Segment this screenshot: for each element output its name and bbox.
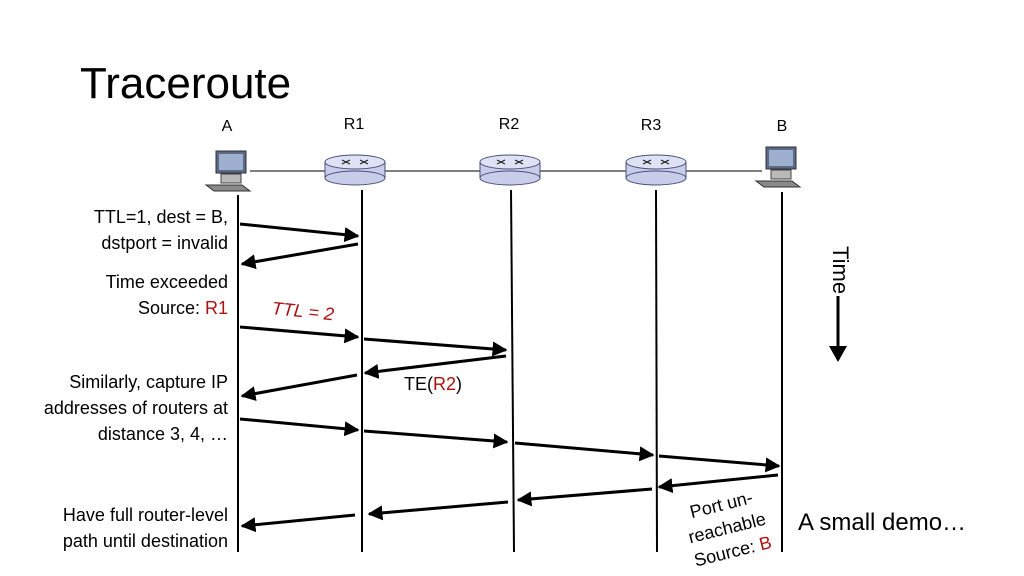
arrow-ttl2-to-r1 bbox=[239, 325, 360, 344]
note-full-path-line2: path until destination bbox=[62, 531, 228, 551]
te-value-r2: R2 bbox=[433, 374, 457, 394]
computer-icon-b bbox=[754, 146, 802, 188]
arrow-ttl3-to-r3 bbox=[514, 441, 655, 462]
time-axis-label: Time bbox=[828, 246, 853, 295]
arrow-ttl3-to-b bbox=[658, 454, 781, 473]
arrow-te-r2-to-a bbox=[240, 373, 358, 401]
arrow-ttl2-to-r2 bbox=[363, 337, 508, 357]
computer-icon-a bbox=[204, 150, 252, 192]
small-demo-label: A small demo… bbox=[798, 509, 967, 536]
router-r2-label: R2 bbox=[498, 116, 520, 133]
note-time-exceeded: Time exceeded Source: R1 bbox=[40, 269, 228, 321]
note-time-exceeded-source: Source: R1 bbox=[40, 295, 228, 321]
router-icon-r2 bbox=[479, 154, 541, 186]
timeline-r2 bbox=[510, 189, 515, 553]
arrow-ttl1-to-r1 bbox=[239, 222, 360, 243]
note-ttl1-line2: dstport = invalid bbox=[101, 233, 228, 253]
note-similarly-line3: distance 3, 4, … bbox=[97, 424, 228, 444]
arrow-pu-b-to-r3 bbox=[657, 473, 779, 494]
source-value-r1: R1 bbox=[204, 298, 228, 318]
arrow-ttl3-to-r2 bbox=[363, 429, 509, 449]
note-full-path-line1: Have full router-level bbox=[62, 505, 228, 525]
note-similarly-line1: Similarly, capture IP bbox=[69, 372, 228, 392]
host-a-label: A bbox=[221, 118, 233, 135]
arrow-ttl3-to-r1 bbox=[239, 417, 360, 437]
arrow-pu-r2-to-r1 bbox=[367, 500, 509, 521]
arrow-te-r2-to-r1 bbox=[363, 354, 507, 379]
host-b-label: B bbox=[776, 118, 788, 135]
note-time-exceeded-line1: Time exceeded bbox=[105, 272, 228, 292]
note-full-path: Have full router-level path until destin… bbox=[10, 502, 228, 554]
note-ttl1: TTL=1, dest = B, dstport = invalid bbox=[40, 204, 228, 256]
router-r3-label: R3 bbox=[640, 117, 662, 134]
router-r1-label: R1 bbox=[343, 116, 365, 133]
router-icon-r1 bbox=[324, 154, 386, 186]
page-title: Traceroute bbox=[80, 59, 292, 108]
arrow-te-r1-to-a bbox=[240, 242, 359, 270]
arrow-pu-r1-to-a bbox=[240, 513, 356, 533]
note-similarly: Similarly, capture IP addresses of route… bbox=[0, 369, 228, 447]
time-arrow-head-icon bbox=[829, 346, 847, 362]
te-prefix: TE( bbox=[404, 374, 433, 394]
note-te-r2: TE(R2) bbox=[404, 374, 462, 395]
timeline-r3 bbox=[655, 189, 658, 553]
te-suffix: ) bbox=[456, 374, 463, 394]
router-icon-r3 bbox=[625, 154, 687, 186]
note-similarly-line2: addresses of routers at bbox=[43, 398, 228, 418]
source-prefix: Source: bbox=[137, 298, 205, 318]
arrow-pu-r3-to-r2 bbox=[516, 487, 653, 507]
note-ttl1-line1: TTL=1, dest = B, bbox=[93, 207, 228, 227]
